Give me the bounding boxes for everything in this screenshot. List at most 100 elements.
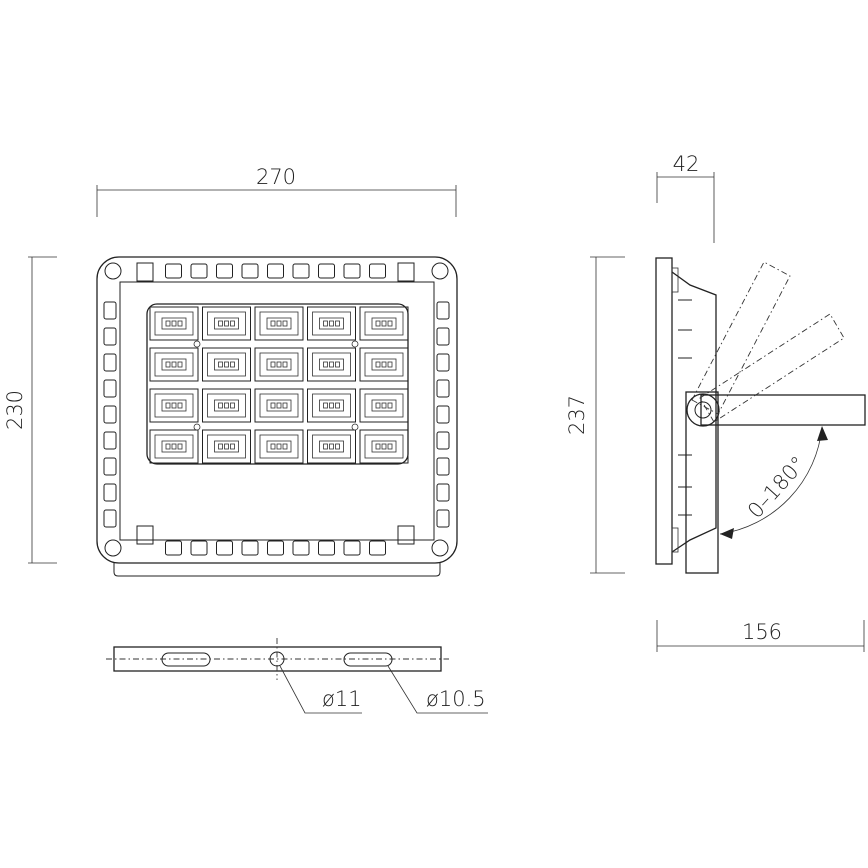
front-view: 270 230 [3,165,458,577]
mounting-hole-tl [104,262,122,280]
led-module [254,429,304,464]
led-module [254,306,304,341]
fin-top [216,263,233,279]
fin-right [436,431,450,450]
led-module [202,388,251,423]
rotated-position-2 [699,313,845,423]
fin-left [103,301,117,320]
bracket-foot [700,394,866,426]
bracket-view: ø11 ø10.5 [106,638,488,714]
led-grid [149,306,409,464]
bracket-bar [113,646,442,672]
fin-bottom [241,540,259,556]
housing-base-lip [113,563,441,577]
led-module [359,347,409,382]
height-dimension: 230 [3,390,27,430]
side-height-dimension: 237 [565,395,589,435]
slot-hole-label: ø10.5 [426,687,486,711]
bracket-arm [685,391,719,574]
panel-screw [193,423,201,431]
inner-frame [119,281,435,541]
width-dimension: 270 [256,165,296,189]
housing-outline [96,256,458,564]
fin-left [103,483,117,502]
fin-right [436,327,450,346]
fin-bottom [318,540,335,556]
led-module [202,306,251,341]
center-hole-label: ø11 [322,687,362,711]
clip-br [397,525,415,545]
mounting-hole-tr [431,262,449,280]
fin-left [103,327,117,346]
reach-dimension: 156 [742,620,782,644]
fin-bottom [216,540,233,556]
fin-left [103,509,117,528]
fin-right [436,509,450,528]
led-module [359,388,409,423]
led-module [202,429,251,464]
fin-top [165,263,182,279]
rotated-position-1 [691,261,791,415]
fin-bottom [267,540,284,556]
pivot-bolt [694,401,712,419]
led-module [149,388,199,423]
fin-bottom [369,540,386,556]
led-panel [146,303,409,465]
fin-left [103,405,117,424]
slot-left [161,652,211,667]
led-module [254,388,304,423]
mounting-hole-br [431,539,449,557]
center-hole [269,651,285,667]
led-module [149,429,199,464]
led-module [149,347,199,382]
led-module [359,306,409,341]
rotation-dimension: 0–180° [743,452,811,523]
fin-bottom [190,540,208,556]
fin-right [436,301,450,320]
arc-arrow-bottom [720,528,734,539]
side-clip-bottom [671,527,679,553]
fin-top [369,263,386,279]
heatsink-profile [671,271,717,553]
fin-bottom [343,540,361,556]
led-module [307,306,356,341]
fin-bottom [165,540,182,556]
side-view: 42 237 0–180° 156 [565,152,866,652]
fin-top [241,263,259,279]
fin-right [436,483,450,502]
led-module [149,306,199,341]
led-module [307,388,356,423]
led-module [359,429,409,464]
cooling-fins [103,263,450,556]
fin-left [103,457,117,476]
led-module [254,347,304,382]
panel-screw [351,423,359,431]
clip-bl [136,525,154,545]
heatsink-fins [671,267,692,553]
depth-dimension: 42 [673,152,700,176]
fin-right [436,457,450,476]
panel-screw [351,340,359,348]
fin-bottom [292,540,310,556]
fin-top [267,263,284,279]
mounting-hole-bl [104,539,122,557]
center-hole-leader [279,665,362,714]
panel-screw [193,340,201,348]
fin-right [436,405,450,424]
fin-top [292,263,310,279]
led-module [202,347,251,382]
pivot-knob [686,393,720,427]
arc-arrow-top [817,426,828,441]
front-glass [655,257,673,565]
fin-right [436,353,450,372]
fin-left [103,379,117,398]
fin-top [190,263,208,279]
fin-top [318,263,335,279]
led-module [307,429,356,464]
clip-tr [397,262,415,282]
clip-tl [136,262,154,282]
fin-top [343,263,361,279]
slot-leader [387,665,488,714]
side-clip-top [671,267,679,293]
